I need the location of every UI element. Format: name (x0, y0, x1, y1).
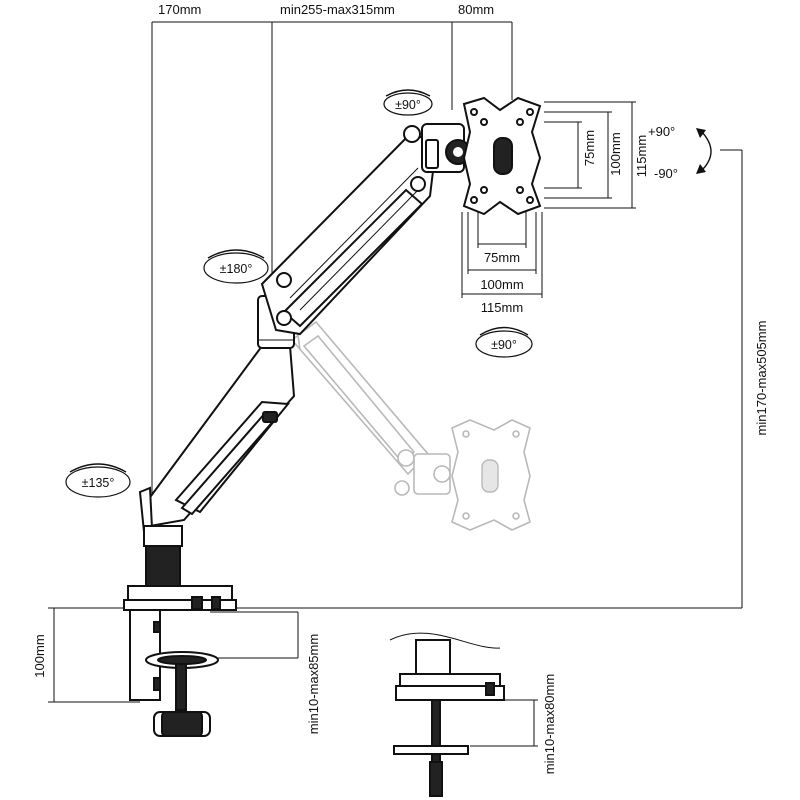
vesa-vertical-100-label: 100mm (608, 132, 623, 175)
grommet-dimension-lines (470, 699, 538, 747)
lower-arm (138, 345, 296, 534)
rotation-badge-base: ±135° (65, 463, 131, 498)
arm-span-label: min255-max315mm (280, 2, 395, 17)
clamp-base-plate (123, 585, 237, 611)
c-clamp-body (129, 609, 219, 737)
elbow-rotation-label: ±180° (220, 262, 253, 276)
tilt-down-label: -90° (654, 166, 678, 181)
rotation-badge-rotate: ±90° (475, 326, 533, 358)
head-swivel-label: ±90° (395, 98, 421, 112)
clamp-thickness-label: min10-max85mm (306, 634, 321, 734)
rotation-badge-elbow: ±180° (203, 249, 269, 284)
ghost-arm-lowered (290, 319, 451, 496)
height-dimension-lines (236, 149, 743, 609)
grommet-mount-inset (389, 632, 505, 797)
pole (143, 525, 183, 587)
vesa-plate (462, 96, 542, 216)
rotation-badge-head-swivel: ±90° (383, 89, 433, 116)
vesa-horizontal-100-label: 100mm (480, 277, 523, 292)
vesa-vertical-115-label: 115mm (634, 135, 649, 177)
head-offset-label: 80mm (458, 2, 494, 17)
tilt-up-label: +90° (648, 124, 675, 139)
upper-arm (260, 125, 438, 336)
clamp-dimension-lines (48, 607, 299, 703)
ghost-vesa-plate (451, 419, 531, 531)
clamp-height-label: 100mm (32, 634, 47, 677)
vesa-vertical-75-label: 75mm (582, 130, 597, 166)
vesa-horizontal-75-label: 75mm (484, 250, 520, 265)
base-rotation-label: ±135° (82, 476, 115, 490)
vesa-horizontal-115-label: 115mm (481, 300, 523, 315)
vesa-dimension-lines (461, 101, 636, 298)
top-dimension-lines (151, 21, 513, 505)
height-range-label: min170-max505mm (754, 321, 769, 436)
tilt-indicator: +90° -90° (648, 124, 712, 181)
base-offset-label: 170mm (158, 2, 201, 17)
rotate-label: ±90° (491, 338, 517, 352)
grommet-thickness-label: min10-max80mm (542, 674, 557, 774)
tilt-head (421, 123, 471, 173)
